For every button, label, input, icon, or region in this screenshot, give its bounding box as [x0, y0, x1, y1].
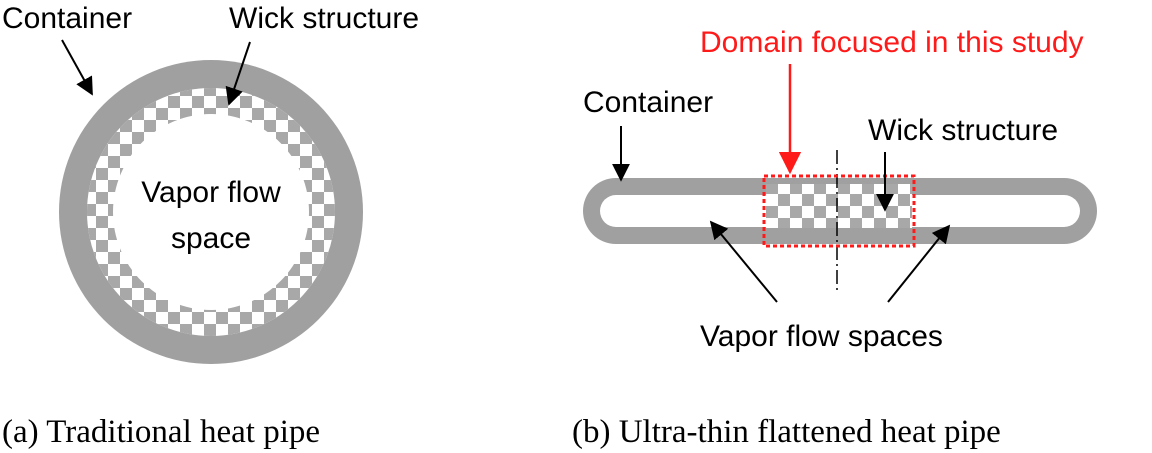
container-bottom-over-wick	[766, 228, 912, 244]
vapor-flow-space	[113, 114, 309, 310]
caption-b: (b) Ultra-thin flattened heat pipe	[572, 414, 1001, 450]
label-vapor-a-line1: Vapor flow	[141, 176, 281, 209]
label-wick-a: Wick structure	[229, 2, 419, 35]
label-container-b: Container	[583, 86, 713, 119]
container-top-over-wick	[766, 178, 912, 184]
arrow-vapor-right	[887, 224, 951, 303]
panel-a: Container Wick structure Vapor flow spac…	[2, 2, 419, 450]
arrow-container-a	[61, 39, 93, 96]
arrow-vapor-left	[709, 220, 778, 303]
label-domain: Domain focused in this study	[700, 26, 1084, 59]
panel-b: Domain focused in this study Container W…	[572, 26, 1097, 450]
label-vapor-b: Vapor flow spaces	[700, 320, 943, 353]
label-wick-b: Wick structure	[868, 114, 1058, 147]
domain-highlight-box	[762, 174, 916, 248]
label-vapor-a-line2: space	[171, 222, 251, 255]
label-container-a: Container	[2, 2, 132, 35]
arrow-wick-a	[225, 41, 251, 106]
caption-a: (a) Traditional heat pipe	[2, 414, 320, 450]
